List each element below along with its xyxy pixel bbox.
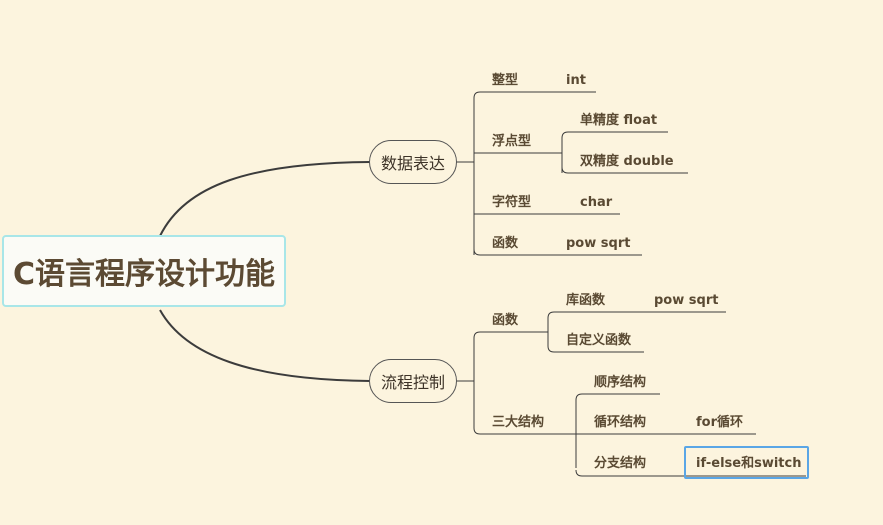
for-loop-node[interactable]: for循环 [696, 415, 743, 430]
branch-structure-node[interactable]: 分支结构 [594, 456, 647, 471]
loop-structure-node[interactable]: 循环结构 [594, 415, 647, 430]
selection-highlight [684, 446, 809, 479]
library-function-node[interactable]: 库函数 [566, 293, 606, 308]
floating-node[interactable]: 浮点型 [492, 134, 532, 149]
integer-node[interactable]: 整型 [492, 73, 519, 88]
double-precision-node[interactable]: 双精度 double [580, 154, 674, 169]
int-node[interactable]: int [566, 73, 586, 88]
library-pow-sqrt-node[interactable]: pow sqrt [654, 293, 719, 308]
three-structures-node[interactable]: 三大结构 [492, 415, 545, 430]
function-node[interactable]: 函数 [492, 236, 519, 251]
pow-sqrt-node[interactable]: pow sqrt [566, 236, 631, 251]
sequence-structure-node[interactable]: 顺序结构 [594, 375, 647, 390]
single-precision-node[interactable]: 单精度 float [580, 113, 658, 128]
character-node[interactable]: 字符型 [492, 195, 532, 210]
flow-function-node[interactable]: 函数 [492, 313, 519, 328]
if-else-switch-node[interactable]: if-else和switch [696, 456, 802, 471]
root-node[interactable]: C语言程序设计功能 [2, 235, 286, 307]
data-expression-node[interactable]: 数据表达 [369, 140, 457, 184]
char-node[interactable]: char [580, 195, 613, 210]
custom-function-node[interactable]: 自定义函数 [566, 333, 632, 348]
flow-control-node[interactable]: 流程控制 [369, 359, 457, 403]
